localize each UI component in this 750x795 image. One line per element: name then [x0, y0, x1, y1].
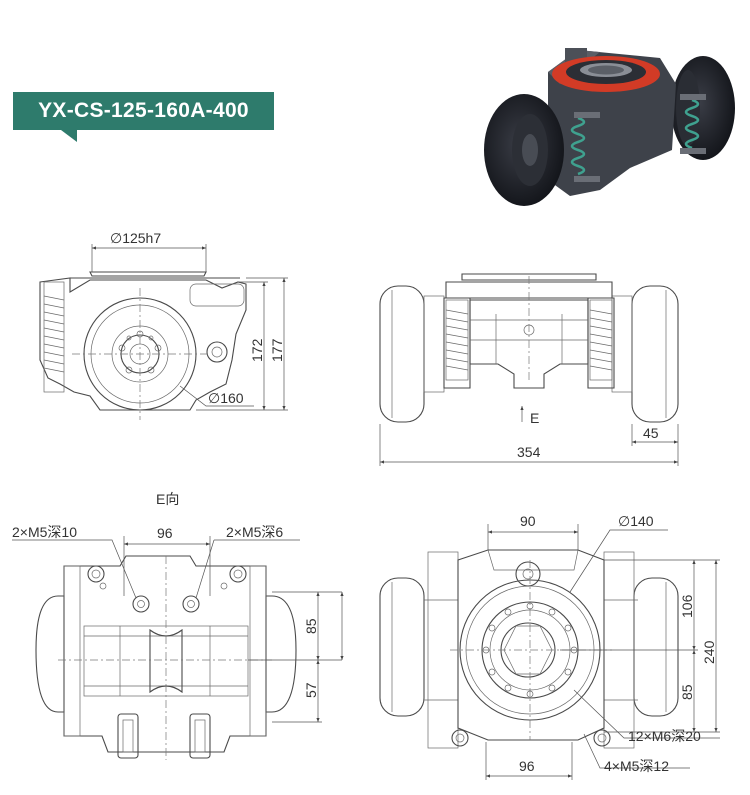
side-height-inner-label: 172: [249, 338, 265, 362]
side-height-outer-label: 177: [269, 338, 285, 362]
bottom-hole-right-label: 2×M5深6: [226, 524, 283, 540]
front-width-label: 354: [517, 444, 541, 460]
model-tag-tail: [61, 130, 77, 142]
bottom-hole-left-label: 2×M5深10: [12, 524, 77, 540]
top-dim-240-label: 240: [701, 640, 717, 664]
side-view: ∅125h7 172 177 ∅160: [39, 230, 288, 420]
bottom-hole-spacing-label: 96: [157, 525, 173, 541]
front-view-arrow-label: E: [530, 410, 539, 426]
top-view: 90 ∅140 106 85 240 12×M6深20 4×M5深12 96: [379, 513, 720, 780]
product-render: [484, 48, 735, 206]
bottom-view-title: E向: [156, 491, 179, 507]
top-thread-12-label: 12×M6深20: [628, 728, 701, 744]
top-dim-106-label: 106: [679, 594, 695, 618]
side-flange-dia-label: ∅125h7: [110, 230, 161, 246]
side-wheel-dia-label: ∅160: [208, 390, 244, 406]
top-thread-4-label: 4×M5深12: [604, 758, 669, 774]
top-dim-90-label: 90: [520, 513, 536, 529]
bottom-view: E向 2×M5深10 2×M5深6 96: [12, 491, 344, 760]
model-tag: YX-CS-125-160A-400: [13, 92, 274, 130]
bottom-dim-upper-label: 85: [303, 618, 319, 634]
top-dim-85-label: 85: [679, 684, 695, 700]
front-wheel-width-label: 45: [643, 425, 659, 441]
top-dim-96-label: 96: [519, 758, 535, 774]
bottom-dim-lower-label: 57: [303, 682, 319, 698]
top-slew-dia-label: ∅140: [618, 513, 654, 529]
front-view: E 354 45: [379, 273, 679, 466]
